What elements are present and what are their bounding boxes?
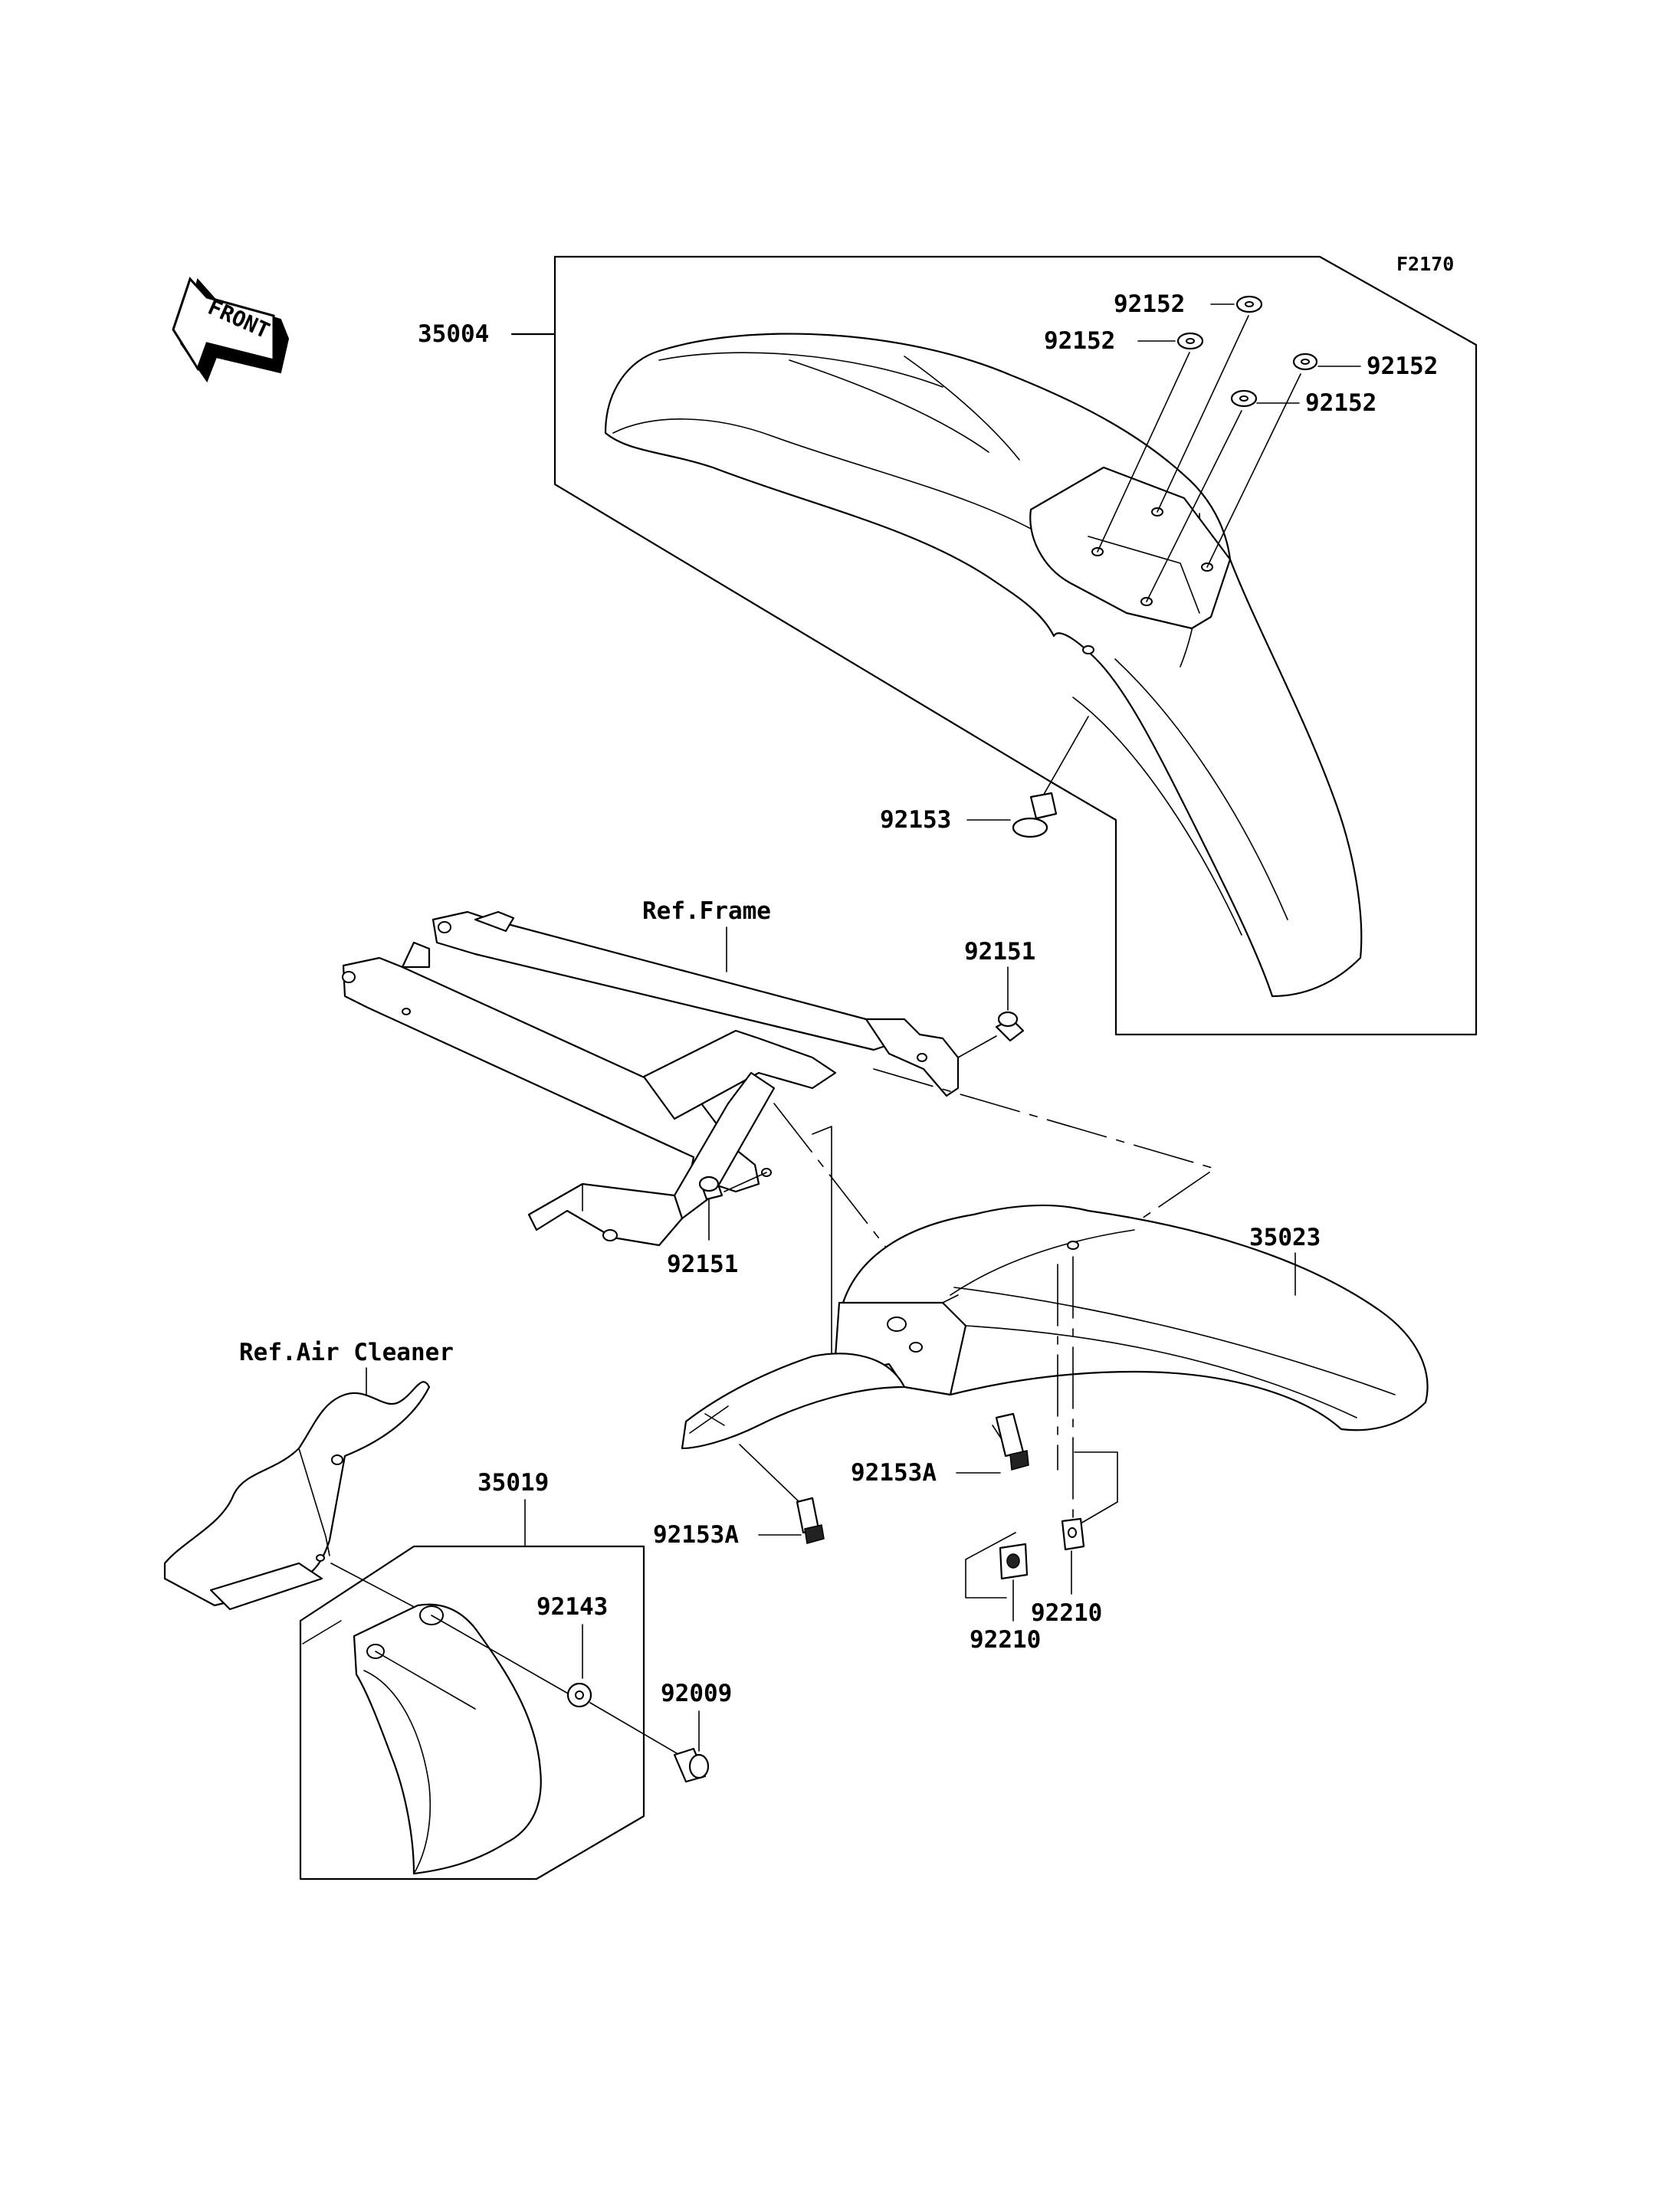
- part-35023: 35023: [1249, 1224, 1321, 1251]
- mud-flap-group: 35019: [299, 1469, 645, 1881]
- part-35019: 35019: [477, 1469, 549, 1497]
- part-92153A-b: 92153A: [653, 1521, 739, 1549]
- part-92210-b: 92210: [1031, 1599, 1102, 1627]
- rear-fender: 35023: [681, 1068, 1429, 1522]
- part-92210-a: 92210: [970, 1626, 1041, 1654]
- front-fender-group: 35004: [418, 255, 1478, 1036]
- front-direction-arrow-icon: FRONT: [172, 277, 290, 383]
- part-92153A-a: 92153A: [851, 1459, 937, 1487]
- part-92143: 92143: [536, 1593, 608, 1621]
- part-92152-a: 92152: [1114, 290, 1185, 318]
- part-92153: 92153: [880, 806, 951, 834]
- frame-reference: Ref.Frame: [342, 897, 960, 1247]
- mud-flap-bolt: 92009: [589, 1680, 732, 1783]
- front-fender-washers: 92152 92152 92152 92152: [1044, 290, 1438, 602]
- rear-fender-bolts: 92153A 92153A: [653, 1412, 1029, 1549]
- part-35004: 35004: [418, 320, 489, 348]
- rear-nuts-92210: 92210 92210: [965, 1451, 1118, 1654]
- part-92152-d: 92152: [1305, 389, 1376, 417]
- part-92151-lower: 92151: [667, 1251, 738, 1278]
- mud-flap-washer: 92143: [536, 1593, 608, 1708]
- air-cleaner-reference: Ref.Air Cleaner: [163, 1339, 454, 1611]
- frame-bolts-92151: 92151 92151: [667, 938, 1035, 1278]
- part-92151-upper: 92151: [964, 938, 1035, 966]
- diagram-code: F2170: [1396, 253, 1454, 275]
- ref-air-cleaner: Ref.Air Cleaner: [239, 1339, 454, 1366]
- part-92009: 92009: [661, 1680, 732, 1707]
- ref-frame: Ref.Frame: [642, 897, 771, 925]
- front-fender-bolt: 92153: [880, 716, 1089, 838]
- part-92152-c: 92152: [1367, 353, 1438, 380]
- part-92152-b: 92152: [1044, 327, 1115, 355]
